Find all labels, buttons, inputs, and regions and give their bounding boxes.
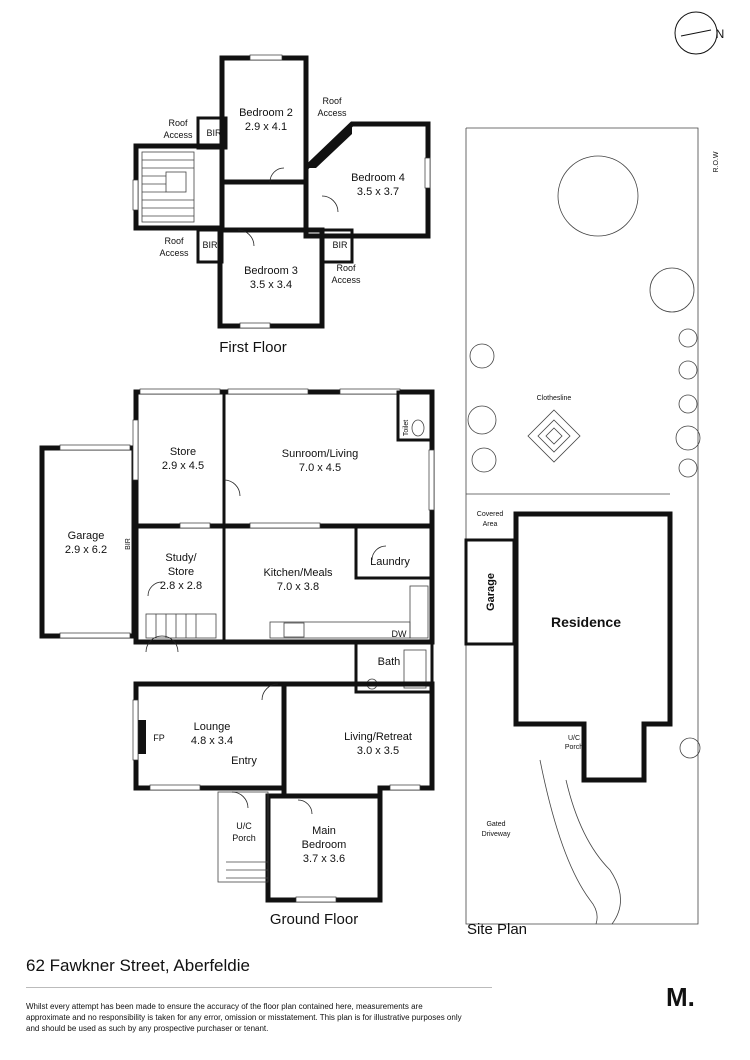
ground-floor-study-name: Store bbox=[168, 566, 194, 578]
compass-north-label: N bbox=[716, 27, 725, 41]
dishwasher-label: DW bbox=[392, 629, 407, 639]
ground-floor-plan bbox=[39, 388, 435, 903]
ground-floor-bir-label: BIR bbox=[125, 538, 132, 550]
first-floor-bir-label: BIR bbox=[332, 240, 348, 250]
ground-floor-study-size: 2.8 x 2.8 bbox=[160, 580, 202, 592]
ground-floor-sunroom-name: Sunroom/Living bbox=[282, 448, 358, 460]
ground-floor-kitchen-name: Kitchen/Meals bbox=[263, 567, 333, 579]
ground-floor-title: Ground Floor bbox=[270, 911, 358, 928]
ground-floor-retreat-name: Living/Retreat bbox=[344, 731, 412, 743]
compass-icon: N bbox=[674, 11, 725, 55]
ground-floor-main-bedroom-size: 3.7 x 3.6 bbox=[303, 853, 345, 865]
site-plan-clothesline-label: Clothesline bbox=[537, 395, 572, 402]
ground-floor-entry-label: Entry bbox=[231, 755, 257, 767]
site-plan-uc-porch-label: U/C bbox=[568, 735, 580, 742]
site-plan-title: Site Plan bbox=[467, 921, 527, 938]
ground-floor-store-size: 2.9 x 4.5 bbox=[162, 460, 204, 472]
roof-access-label: Roof bbox=[322, 96, 342, 106]
ground-floor-porch-label: U/C bbox=[236, 821, 252, 831]
roof-access-label: Roof bbox=[336, 263, 356, 273]
footer-disclaimer: Whilst every attempt has been made to en… bbox=[26, 1002, 462, 1033]
roof-access-label: Access bbox=[317, 108, 347, 118]
ground-floor-retreat-size: 3.0 x 3.5 bbox=[357, 745, 399, 757]
site-plan-gated-driveway-label: Gated bbox=[486, 821, 505, 828]
roof-access-label: Roof bbox=[168, 118, 188, 128]
roof-access-label: Access bbox=[331, 275, 361, 285]
first-floor-bedroom-2-name: Bedroom 2 bbox=[239, 107, 293, 119]
site-plan bbox=[464, 127, 701, 925]
first-floor-bedroom-4-size: 3.5 x 3.7 bbox=[357, 186, 399, 198]
roof-access-label: Access bbox=[163, 130, 193, 140]
first-floor-title: First Floor bbox=[219, 339, 287, 356]
site-plan-residence-label: Residence bbox=[551, 614, 621, 630]
ground-floor-store-name: Store bbox=[170, 446, 196, 458]
site-plan-garage-label: Garage bbox=[485, 573, 497, 611]
ground-floor-lounge-size: 4.8 x 3.4 bbox=[191, 735, 233, 747]
site-plan-covered-area-label: Area bbox=[483, 521, 498, 528]
ground-floor-kitchen-size: 7.0 x 3.8 bbox=[277, 581, 319, 593]
property-address: 62 Fawkner Street, Aberfeldie bbox=[26, 956, 250, 975]
ground-floor-lounge-name: Lounge bbox=[194, 721, 231, 733]
first-floor-bedroom-2-size: 2.9 x 4.1 bbox=[245, 121, 287, 133]
footer-divider bbox=[26, 987, 492, 988]
brand-logo: M. bbox=[666, 982, 695, 1012]
first-floor-plan bbox=[132, 54, 431, 329]
first-floor-bedroom-3-name: Bedroom 3 bbox=[244, 265, 298, 277]
roof-access-label: Access bbox=[159, 248, 189, 258]
ground-floor-sunroom-size: 7.0 x 4.5 bbox=[299, 462, 341, 474]
ground-floor-main-bedroom-name: Bedroom bbox=[302, 839, 347, 851]
site-plan-uc-porch-label: Porch bbox=[565, 744, 583, 751]
ground-floor-main-bedroom-name: Main bbox=[312, 825, 336, 837]
first-floor-bedroom-3-size: 3.5 x 3.4 bbox=[250, 279, 292, 291]
fireplace-label: FP bbox=[153, 733, 165, 743]
ground-floor-laundry-name: Laundry bbox=[370, 556, 410, 568]
ground-floor-garage-size: 2.9 x 6.2 bbox=[65, 544, 107, 556]
site-plan-covered-area-label: Covered bbox=[477, 511, 504, 518]
toilet-label: Toilet bbox=[403, 420, 410, 436]
site-plan-row-label: R.O.W bbox=[713, 151, 720, 172]
ground-floor-garage-name: Garage bbox=[68, 530, 105, 542]
ground-floor-bath-name: Bath bbox=[378, 656, 401, 668]
site-plan-gated-driveway-label: Driveway bbox=[482, 831, 511, 838]
ground-floor-study-name: Study/ bbox=[165, 552, 197, 564]
first-floor-bedroom-4-name: Bedroom 4 bbox=[351, 172, 405, 184]
ground-floor-porch-label: Porch bbox=[232, 833, 256, 843]
first-floor-bir-label: BIR bbox=[206, 128, 222, 138]
roof-access-label: Roof bbox=[164, 236, 184, 246]
first-floor-bir-label: BIR bbox=[202, 240, 218, 250]
